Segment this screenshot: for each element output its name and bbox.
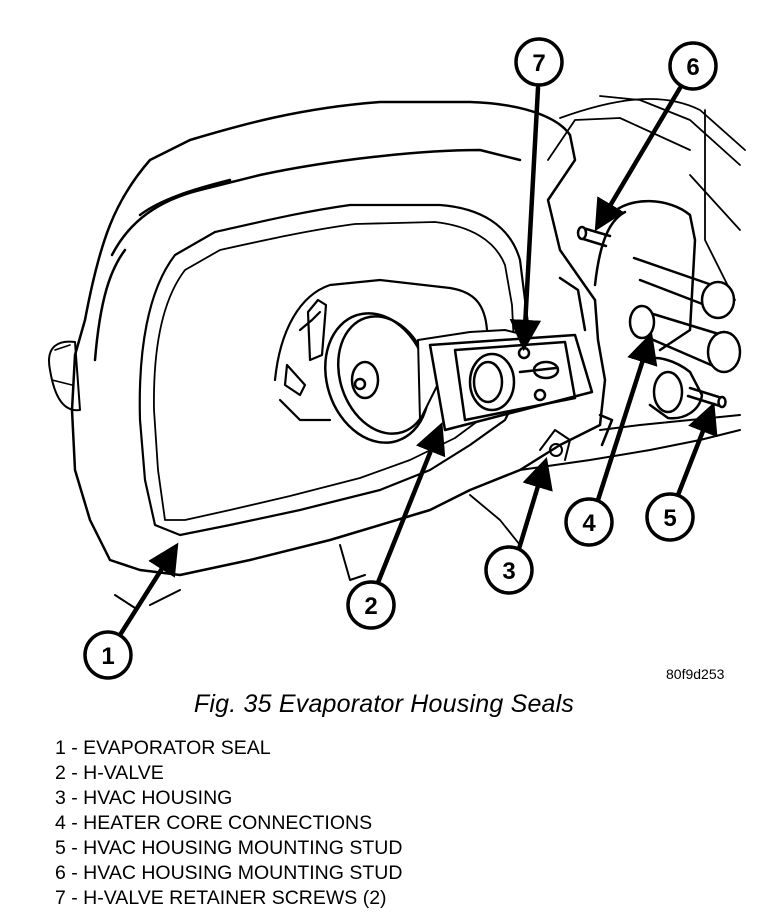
h-valve-body	[417, 276, 594, 432]
legend-item: 6 - HVAC HOUSING MOUNTING STUD	[55, 862, 403, 884]
legend-item: 4 - HEATER CORE CONNECTIONS	[55, 812, 373, 834]
circle-callout-icon	[484, 545, 534, 595]
callout-number: 4	[582, 510, 596, 537]
circle-callout-icon	[83, 630, 133, 680]
callout-3: 3	[484, 545, 534, 595]
figure-caption: Fig. 35 Evaporator Housing Seals	[193, 690, 575, 718]
callout-4: 4	[564, 497, 614, 547]
callout-number: 3	[502, 558, 515, 585]
leader-7	[509, 85, 542, 352]
callout-2: 2	[346, 580, 396, 630]
legend-item: 7 - H-VALVE RETAINER SCREWS (2)	[55, 887, 387, 909]
drawing-id: 80f9d253	[666, 666, 725, 682]
callout-number: 5	[663, 505, 676, 532]
legend-item: 2 - H-VALVE	[55, 762, 164, 784]
callout-number: 2	[364, 593, 377, 620]
callout-number: 7	[532, 50, 545, 77]
circle-callout-icon	[346, 580, 396, 630]
legend-item: 5 - HVAC HOUSING MOUNTING STUD	[55, 837, 403, 859]
housing-opening	[273, 278, 489, 422]
circle-callout-icon	[564, 497, 614, 547]
callout-number: 6	[686, 54, 699, 81]
circle-callout-icon	[645, 492, 695, 542]
heater-core-tubes	[593, 199, 742, 447]
legend-item: 3 - HVAC HOUSING	[55, 787, 233, 809]
leader-2	[372, 422, 446, 593]
leader-5	[675, 402, 718, 498]
parts-legend: 1 - EVAPORATOR SEAL 2 - H-VALVE 3 - HVAC…	[55, 736, 402, 911]
evaporator-housing-illustration: 1 2 3 4 5 6 7	[48, 37, 746, 680]
leader-1	[117, 542, 179, 638]
mounting-stud-5	[686, 386, 727, 409]
circle-callout-icon	[668, 41, 718, 91]
circle-callout-icon	[514, 37, 564, 87]
leader-4	[595, 332, 658, 503]
dash-panel-background	[547, 95, 746, 301]
callout-number: 1	[101, 643, 114, 670]
callout-1: 1	[83, 630, 133, 680]
callout-5: 5	[645, 492, 695, 542]
leader-lines	[117, 85, 718, 638]
leader-3	[515, 456, 553, 555]
mounting-stud-6	[576, 225, 612, 248]
callout-6: 6	[668, 41, 718, 91]
callout-7: 7	[514, 37, 564, 87]
leader-6	[594, 85, 683, 232]
legend-item: 1 - EVAPORATOR SEAL	[55, 737, 271, 759]
